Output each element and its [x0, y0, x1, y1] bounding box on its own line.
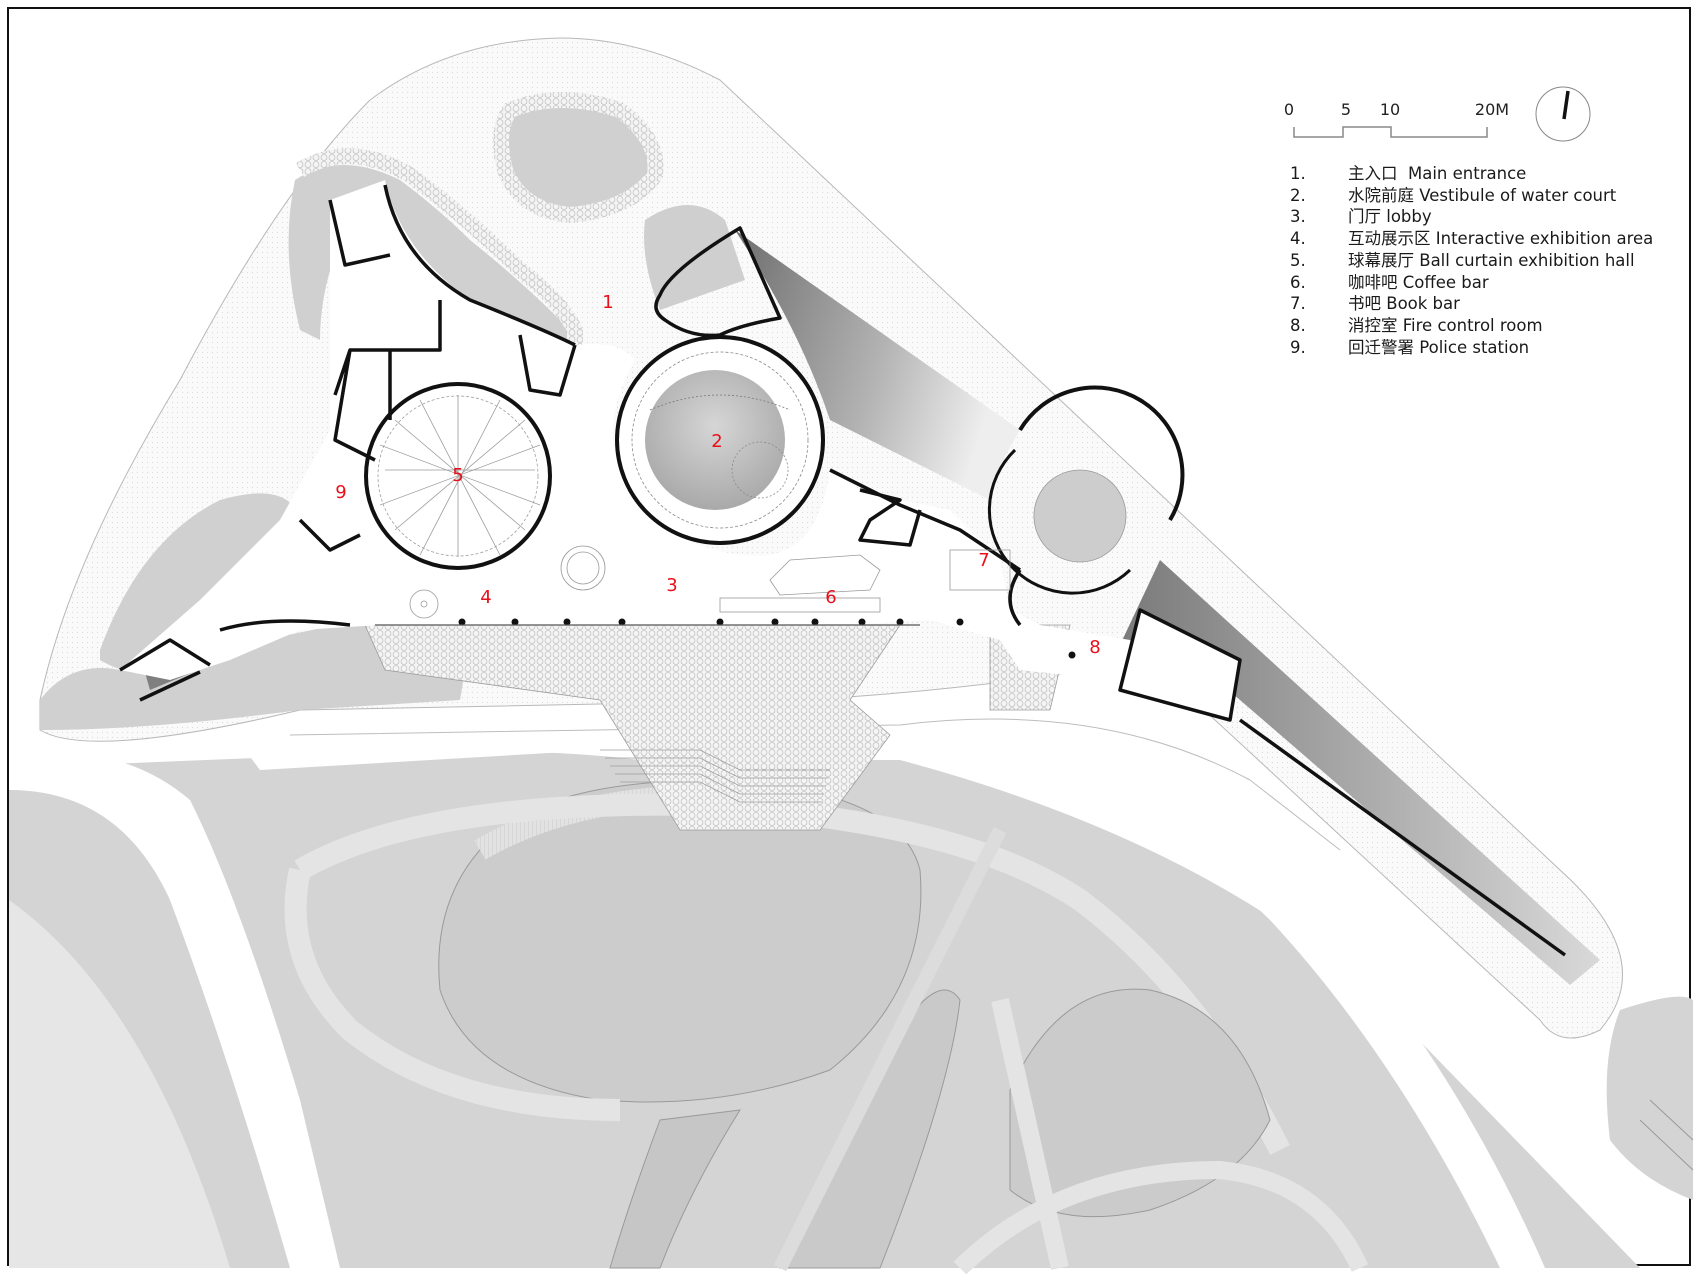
building-walls	[119, 184, 1567, 957]
legend-number: 1.	[1290, 164, 1306, 183]
scale-tick-5: 5	[1340, 100, 1352, 119]
legend-item: 4. 互动展示区 Interactive exhibition area	[1290, 228, 1653, 250]
legend-label-zh: 书吧	[1348, 294, 1381, 314]
water-court	[615, 335, 825, 545]
dome-hall	[364, 382, 552, 570]
scale-bar-line	[1293, 126, 1488, 138]
legend-label-en: Book bar	[1386, 294, 1460, 314]
room-label-2: 2	[711, 431, 723, 452]
legend-number: 9.	[1290, 337, 1306, 357]
legend-label-en: Interactive exhibition area	[1435, 229, 1654, 249]
legend-item: 9. 回迁警署 Police station	[1290, 337, 1653, 359]
legend-number: 4.	[1290, 229, 1306, 249]
legend-label-zh: 主入口	[1348, 164, 1398, 183]
legend-item: 3. 门厅 lobby	[1290, 206, 1653, 228]
room-label-1: 1	[602, 292, 614, 313]
legend-number: 2.	[1290, 185, 1306, 205]
legend-label-zh: 消控室	[1348, 315, 1398, 335]
legend-label-zh: 水院前庭	[1348, 185, 1414, 205]
scale-tick-0: 0	[1283, 100, 1295, 119]
legend-label-en: Coffee bar	[1402, 272, 1489, 292]
room-label-4: 4	[480, 587, 492, 608]
legend-label-zh: 互动展示区	[1348, 229, 1431, 249]
legend-number: 6.	[1290, 272, 1306, 292]
legend-item: 1. 主入口 Main entrance	[1290, 163, 1653, 185]
legend-number: 8.	[1290, 315, 1306, 335]
building-floor	[120, 180, 1140, 680]
legend-item: 2. 水院前庭 Vestibule of water court	[1290, 185, 1653, 207]
legend: 1. 主入口 Main entrance 2. 水院前庭 Vestibule o…	[1290, 163, 1653, 358]
room-label-3: 3	[666, 575, 678, 596]
legend-item: 6. 咖啡吧 Coffee bar	[1290, 272, 1653, 294]
room-label-8: 8	[1089, 637, 1101, 658]
legend-label-en: Vestibule of water court	[1419, 185, 1617, 205]
room-label-5: 5	[452, 465, 464, 486]
legend-label-en: Fire control room	[1402, 315, 1543, 335]
legend-label-zh: 球幕展厅	[1348, 250, 1414, 270]
east-court	[987, 385, 1185, 595]
room-label-7: 7	[978, 550, 990, 571]
facade-columns	[458, 618, 1076, 659]
legend-item: 7. 书吧 Book bar	[1290, 293, 1653, 315]
legend-label-zh: 门厅	[1348, 207, 1381, 227]
scale-tick-10: 10	[1379, 100, 1401, 119]
legend-label-zh: 回迁警署	[1348, 337, 1414, 357]
legend-number: 5.	[1290, 250, 1306, 270]
scale-bar: 0 5 10 20M	[1280, 100, 1520, 140]
legend-label-en: Police station	[1419, 337, 1530, 357]
room-label-9: 9	[335, 482, 347, 503]
legend-item: 5. 球幕展厅 Ball curtain exhibition hall	[1290, 250, 1653, 272]
legend-label-en: Main entrance	[1408, 164, 1527, 183]
legend-number: 7.	[1290, 294, 1306, 314]
room-label-6: 6	[825, 587, 837, 608]
legend-number: 3.	[1290, 207, 1306, 227]
legend-label-en: lobby	[1386, 207, 1432, 227]
north-arrow-icon	[1535, 86, 1591, 142]
lobby-furniture	[409, 545, 1011, 619]
legend-label-en: Ball curtain exhibition hall	[1419, 250, 1635, 270]
legend-label-zh: 咖啡吧	[1348, 272, 1398, 292]
legend-item: 8. 消控室 Fire control room	[1290, 315, 1653, 337]
landscape-east	[1606, 996, 1694, 1200]
scale-tick-20: 20M	[1474, 100, 1510, 119]
